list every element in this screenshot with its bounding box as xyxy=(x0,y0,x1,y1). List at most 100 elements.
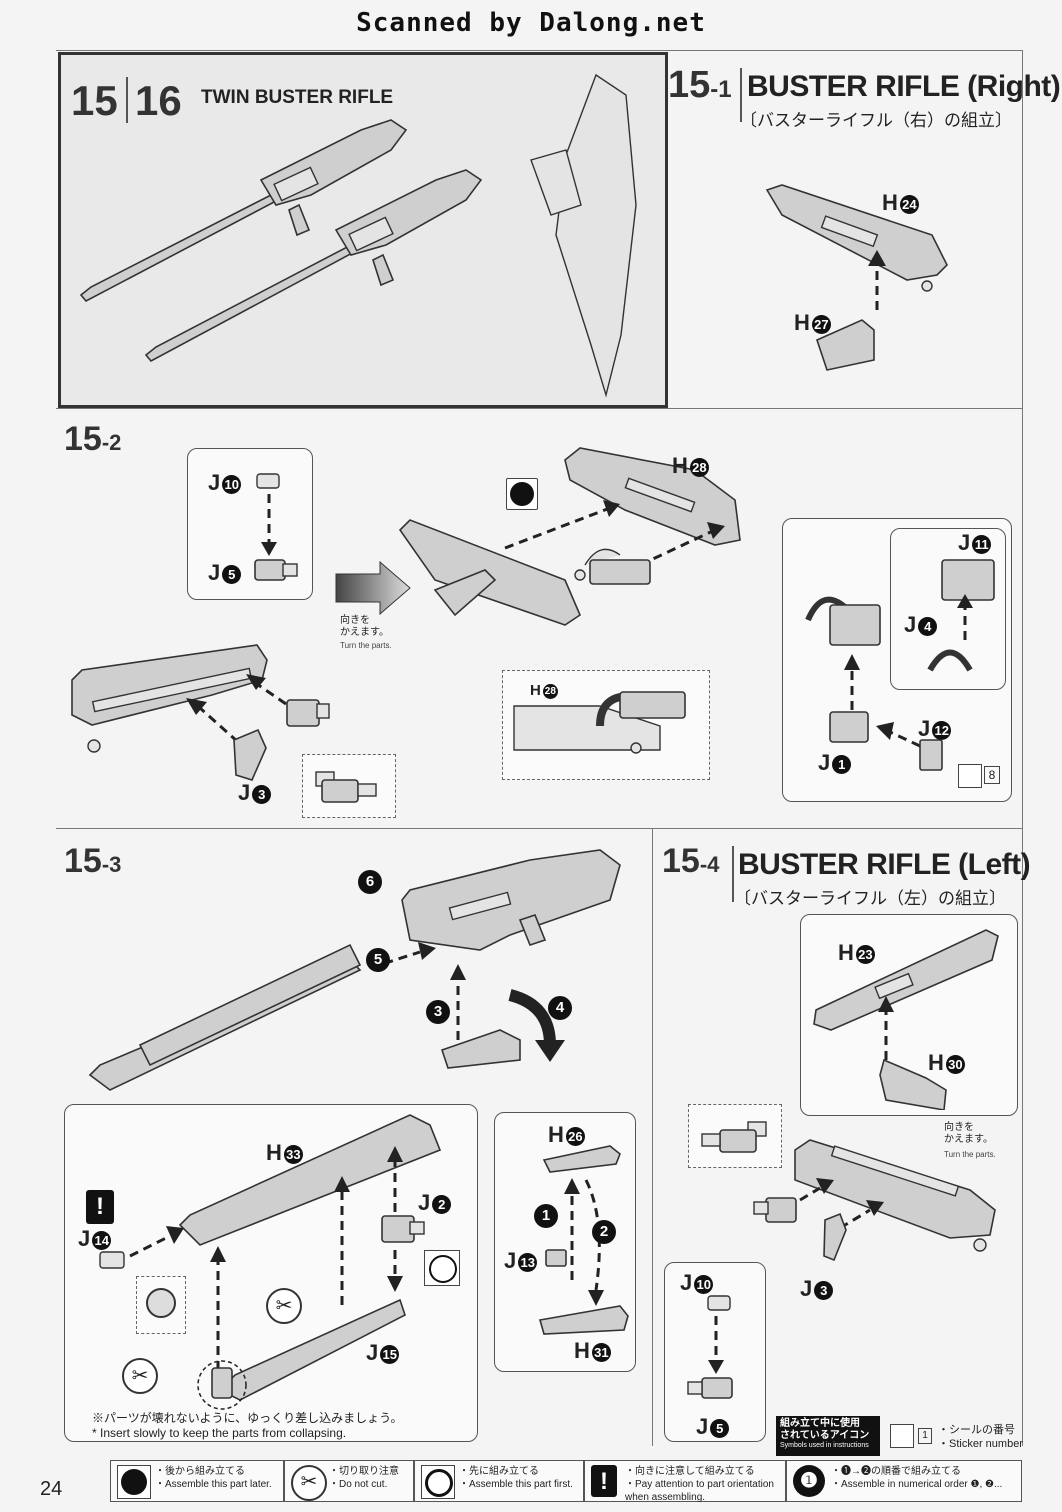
label-j10-a-letter: J xyxy=(208,470,221,495)
warning-en: * Insert slowly to keep the parts from c… xyxy=(92,1426,347,1440)
sticker-sample-icon xyxy=(890,1424,914,1448)
step-15-1-subtitle: 〔バスターライフル（右）の組立〕 xyxy=(740,111,1012,130)
legend-order-jp: ・❶→❷の順番で組み立てる xyxy=(831,1466,961,1477)
assemble-first-icon xyxy=(421,1465,455,1499)
rifle-lower-illustration xyxy=(144,169,483,363)
step-15-1-title: BUSTER RIFLE (Right) xyxy=(747,70,1061,103)
overview-illustration xyxy=(79,73,637,398)
j5-detail-art-b xyxy=(701,1121,767,1153)
label-j1-num: 1 xyxy=(832,754,852,774)
j10-j5-callout-art xyxy=(254,473,298,581)
label-h33-num: 33 xyxy=(283,1144,303,1164)
label-j5-b-num: 5 xyxy=(710,1418,730,1438)
label-h26-letter: H xyxy=(548,1122,564,1147)
label-j3-a-num: 3 xyxy=(252,784,272,804)
label-j3-b-letter: J xyxy=(800,1276,813,1301)
j14-detail-icon xyxy=(146,1288,176,1318)
legend-orientation-jp: ・向きに注意して組み立てる xyxy=(625,1466,755,1477)
h33-callout-art xyxy=(99,1114,442,1410)
step-15-3-main-assembly xyxy=(88,849,621,1091)
do-not-cut-marker-a: ✂ xyxy=(122,1358,158,1394)
label-h28-detail-num: 28 xyxy=(542,683,558,699)
divider-row1 xyxy=(56,408,1022,409)
label-h33-letter: H xyxy=(266,1140,282,1165)
legend-assemble-later-en: ・Assemble this part later. xyxy=(155,1479,272,1490)
label-h23-num: 23 xyxy=(855,944,875,964)
step-15-2-main: 15 xyxy=(64,420,102,458)
legend-do-not-cut-en: ・Do not cut. xyxy=(329,1479,388,1490)
page-frame-right-line xyxy=(1022,50,1023,1446)
step-15-2-sub: -2 xyxy=(101,430,122,455)
label-j2-num: 2 xyxy=(432,1194,452,1214)
label-j14-letter: J xyxy=(78,1226,91,1251)
step-15-3-number: 15-3 xyxy=(64,842,121,881)
overview-step-divider xyxy=(126,77,128,123)
label-j5-a-letter: J xyxy=(208,560,221,585)
label-j15-letter: J xyxy=(366,1340,379,1365)
label-j10-a-num: 10 xyxy=(222,474,242,494)
label-j5-a-num: 5 xyxy=(222,564,242,584)
step-15-3-main: 15 xyxy=(64,842,102,880)
label-h26-num: 26 xyxy=(565,1126,585,1146)
assemble-later-icon-dot xyxy=(121,1469,147,1495)
label-j3-b-num: 3 xyxy=(814,1280,834,1300)
label-h28-top-letter: H xyxy=(672,453,688,478)
overview-step-b: 16 xyxy=(135,77,182,124)
label-h30-letter: H xyxy=(928,1050,944,1075)
j11-j4-art xyxy=(805,559,995,771)
step-15-4-title: BUSTER RIFLE (Left) xyxy=(738,848,1031,881)
page-number: 24 xyxy=(40,1478,63,1500)
h28-detail-art xyxy=(513,691,686,754)
label-j4-letter: J xyxy=(904,612,917,637)
legend-assemble-first-en: ・Assemble this part first. xyxy=(459,1479,573,1490)
legend-do-not-cut-text: ・切り取り注意 ・Do not cut. xyxy=(329,1465,399,1491)
order-4: 4 xyxy=(548,996,572,1020)
warning-icon: ! xyxy=(591,1465,617,1497)
divider-col-row3 xyxy=(652,828,653,1446)
step-15-1-number: 15-1 xyxy=(668,64,732,107)
order-5: 5 xyxy=(366,948,390,972)
assemble-first-marker-ring xyxy=(429,1255,457,1283)
label-j13-num: 13 xyxy=(518,1252,538,1272)
sticker-legend-en: ・Sticker number xyxy=(938,1438,1023,1450)
label-h31-num: 31 xyxy=(591,1342,611,1362)
legend-assemble-first: ・先に組み立てる ・Assemble this part first. xyxy=(414,1460,584,1502)
j5-detail-art xyxy=(315,771,377,803)
turn-parts-jp-a: 向きを かえます。 xyxy=(340,615,389,638)
assemble-later-icon xyxy=(117,1465,151,1499)
assemble-first-marker xyxy=(424,1250,460,1286)
label-j12-letter: J xyxy=(918,716,931,741)
step-15-3-sub: -3 xyxy=(101,852,122,877)
warning-icon-j14: ! xyxy=(86,1190,114,1224)
step-15-1-divider xyxy=(740,68,742,122)
step-15-1-sub: -1 xyxy=(710,76,732,103)
overview-panel: 15 16 TWIN BUSTER RIFLE xyxy=(58,52,668,408)
label-h27-letter: H xyxy=(794,310,810,335)
label-j1-letter: J xyxy=(818,750,831,775)
step-15-4-divider xyxy=(732,846,734,902)
callout-order-1: 1 xyxy=(534,1204,558,1228)
order-3: 3 xyxy=(426,1000,450,1024)
assemble-later-marker-dot xyxy=(510,482,534,506)
label-j14-num: 14 xyxy=(92,1230,112,1250)
legend-orientation: ! ・向きに注意して組み立てる ・Pay attention to part o… xyxy=(584,1460,786,1503)
label-j10-b-num: 10 xyxy=(694,1274,714,1294)
symbols-box-jp: 組み立て中に使用 されているアイコン xyxy=(780,1418,870,1441)
do-not-cut-icon: ✂ xyxy=(291,1465,327,1501)
legend-order-text: ・❶→❷の順番で組み立てる ・Assemble in numerical ord… xyxy=(831,1465,1002,1491)
label-j4-num: 4 xyxy=(918,616,938,636)
label-h24-num: 24 xyxy=(899,194,919,214)
